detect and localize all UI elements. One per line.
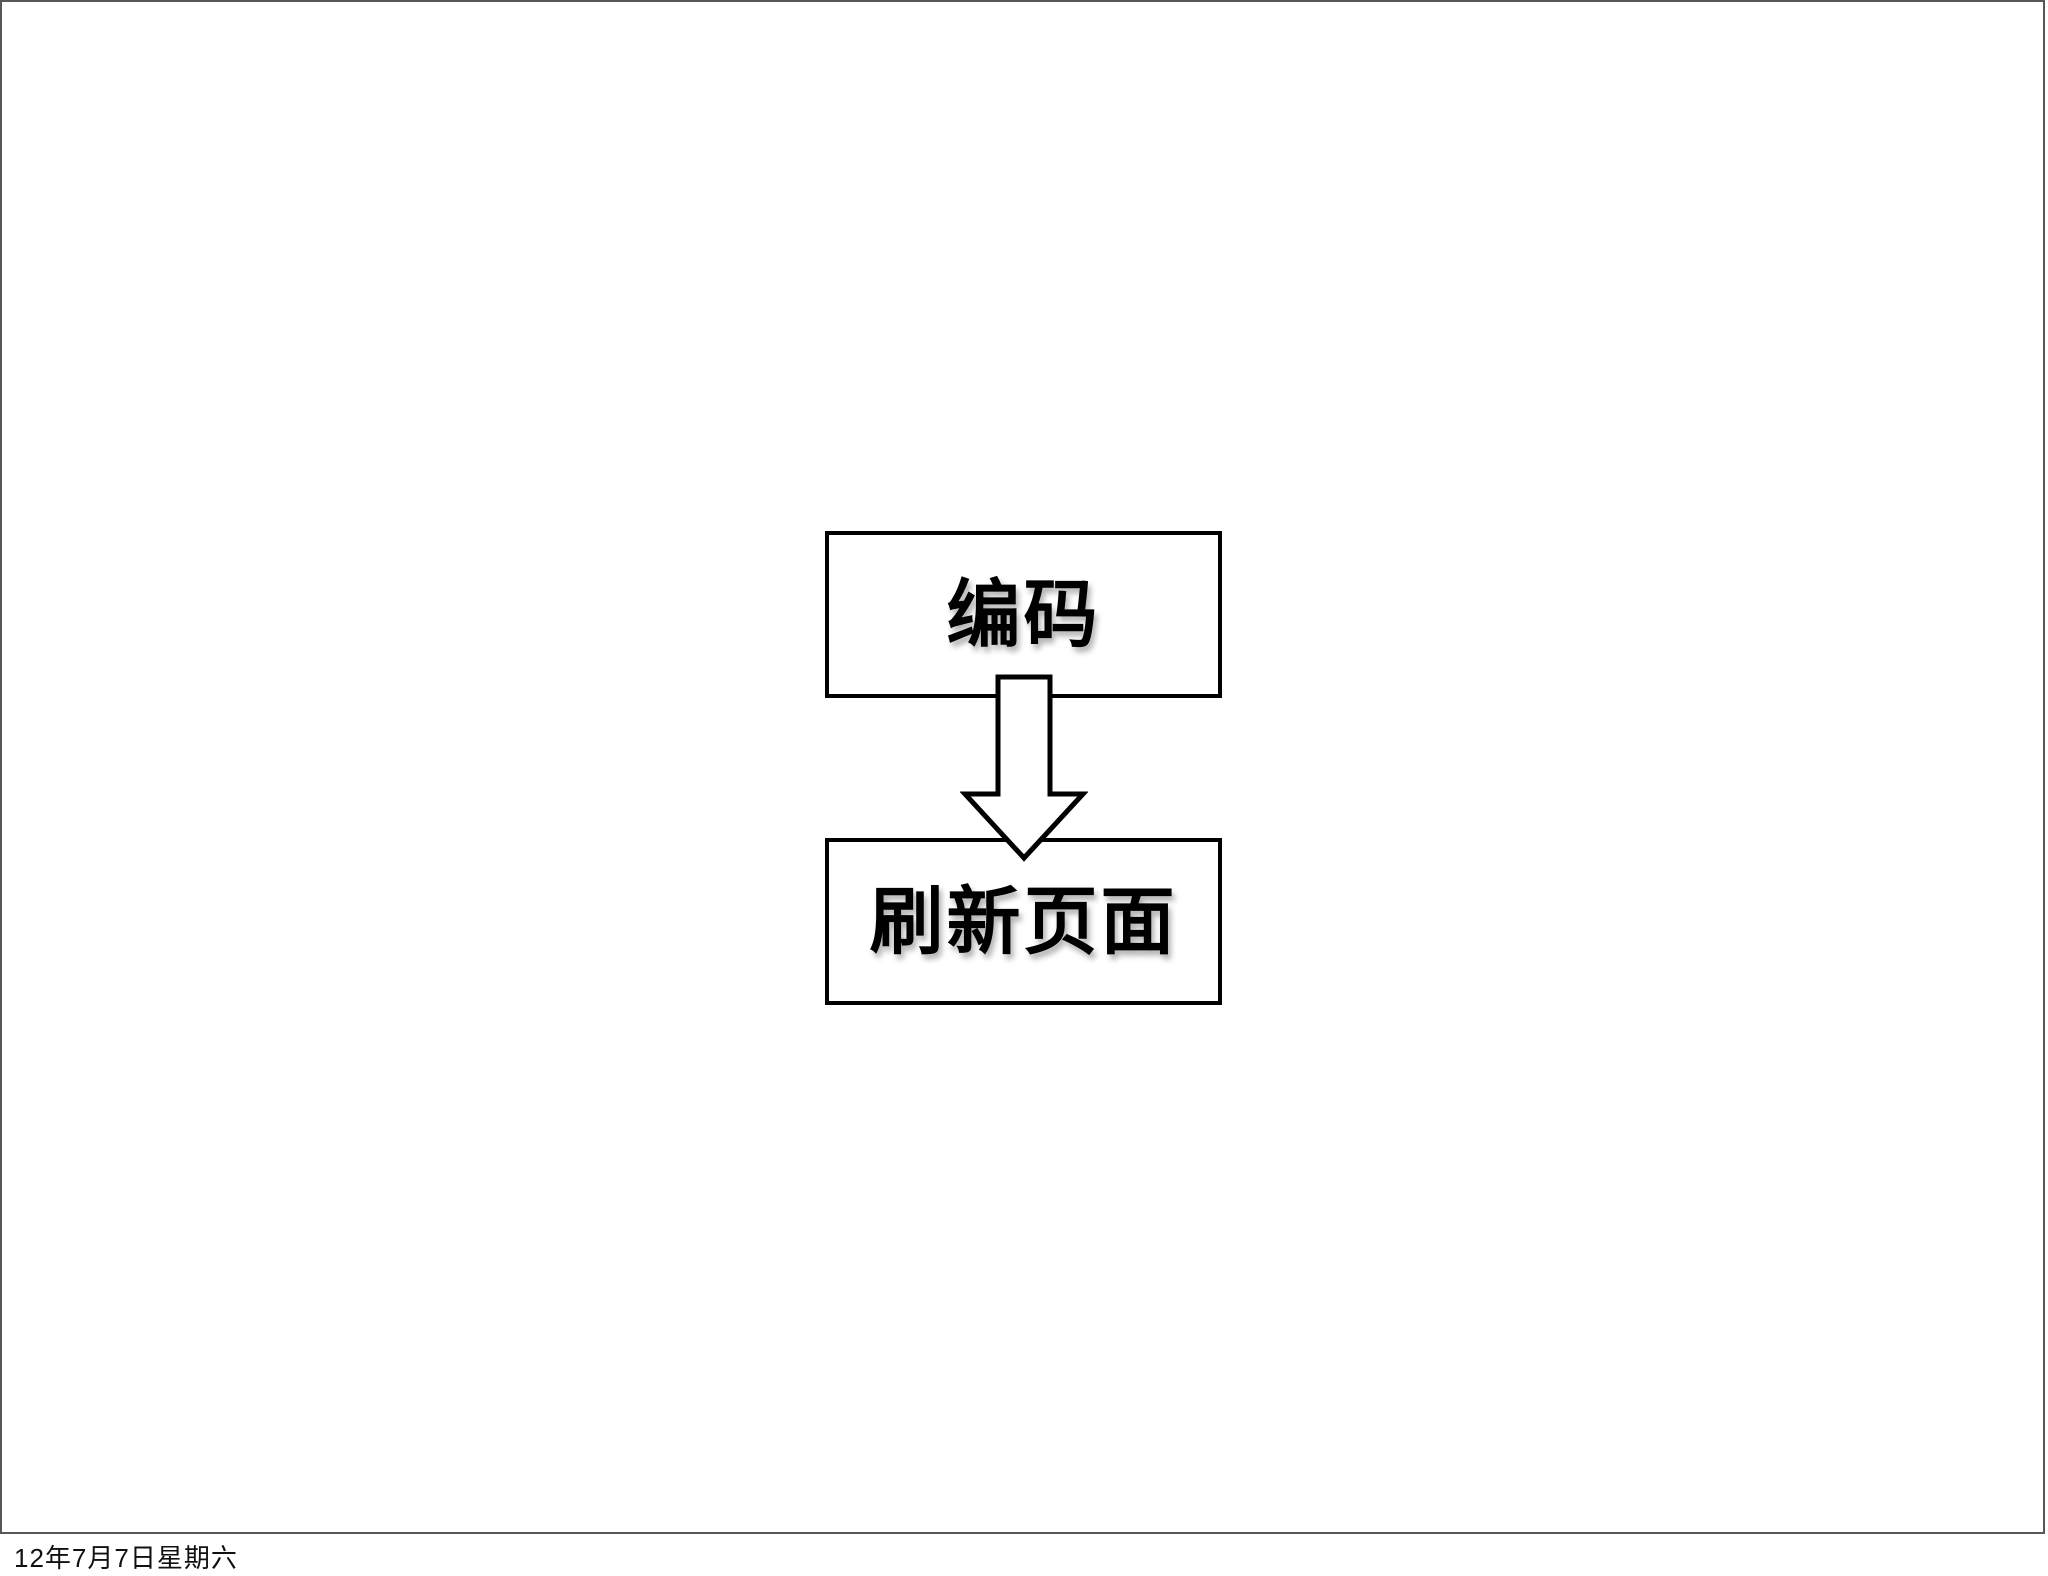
flow-node-refresh-page: 刷新页面	[825, 838, 1222, 1005]
down-arrow-icon	[959, 674, 1089, 862]
flow-node-encode: 编码	[825, 531, 1222, 698]
slide-date-stamp: 12年7月7日星期六	[14, 1543, 238, 1573]
flow-node-encode-label: 编码	[946, 572, 1101, 656]
down-arrow-connector	[959, 674, 1089, 862]
slide-canvas: 编码 刷新页面	[0, 0, 2045, 1534]
flow-node-refresh-page-label: 刷新页面	[869, 879, 1178, 963]
